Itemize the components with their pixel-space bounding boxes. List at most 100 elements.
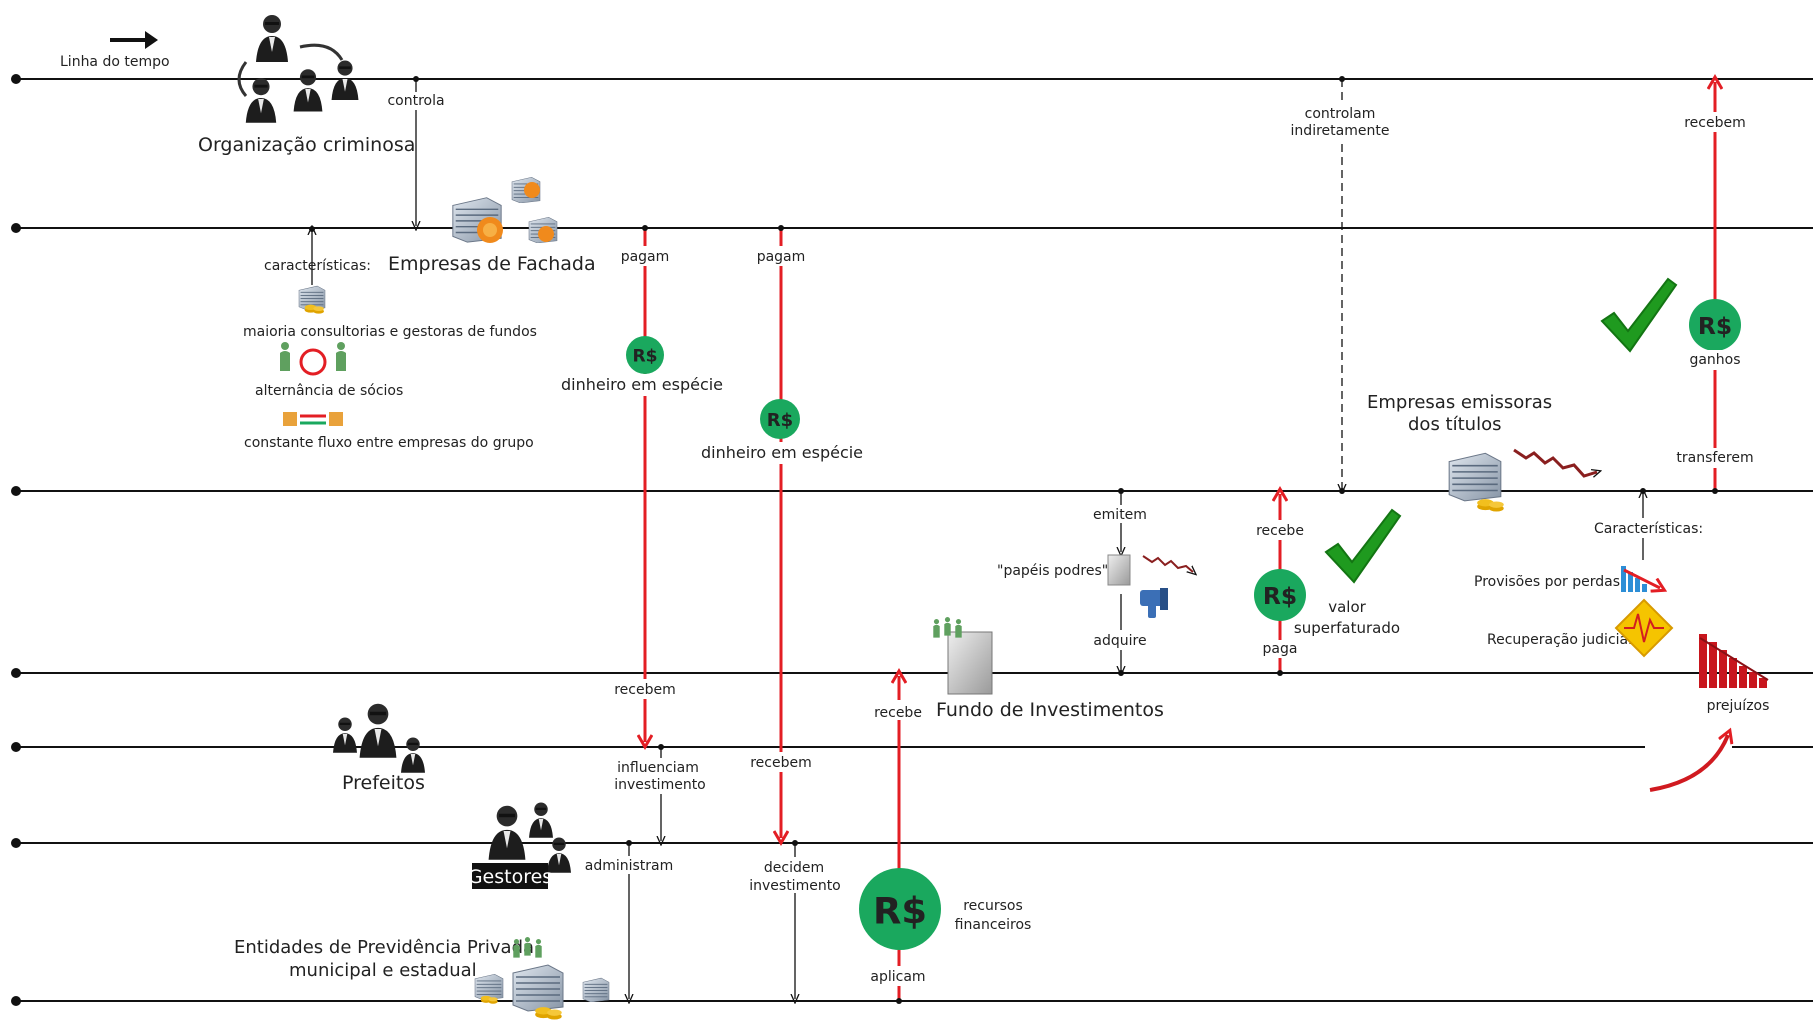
checkmark-icon [1600, 277, 1678, 353]
falling-chart-icon [1699, 634, 1769, 688]
falling-chart-icon [1621, 566, 1660, 592]
money-coin-icon [760, 399, 800, 439]
emissoras-char-item2: Recuperação judicial [1487, 632, 1632, 648]
fachada-char-item3: constante fluxo entre empresas do grupo [244, 435, 534, 451]
money-coin-icon [1254, 569, 1306, 621]
influenciam-label-2: investimento [614, 777, 706, 793]
ganhos-label: ganhos [1689, 352, 1740, 368]
building-icon [1448, 452, 1504, 512]
emitem-link: emitem "papéis podres" adquire [997, 488, 1193, 676]
prejuizos: prejuízos [1649, 634, 1770, 792]
timeline-fachada [11, 223, 1813, 233]
administram-link: administram [585, 840, 674, 999]
document-icon [1107, 554, 1131, 586]
recursos-label-2: financeiros [955, 917, 1032, 933]
people-icon [488, 802, 571, 873]
timeline-gestores [11, 838, 1813, 848]
papeis-label: "papéis podres" [997, 563, 1108, 579]
down-trend-icon [1142, 555, 1193, 572]
prefeitos: Prefeitos [333, 703, 425, 794]
fachada-characteristics: características: maioria consultorias e … [243, 226, 537, 451]
aplicam-label: aplicam [870, 969, 925, 985]
money-coin-icon [1689, 299, 1741, 351]
thumbs-down-icon [1140, 588, 1168, 618]
influenciam-label-1: influenciam [617, 760, 699, 776]
flow-between-companies-icon [283, 412, 343, 426]
adquire-label: adquire [1093, 633, 1146, 649]
down-trend-icon [1513, 448, 1597, 476]
people-icon [237, 15, 359, 123]
emissoras-title-1: Empresas emissoras [1367, 392, 1552, 413]
recebem-prefeitos-label: recebem [614, 682, 676, 698]
valor-label-2: superfaturado [1294, 619, 1400, 637]
empresas-emissoras: Empresas emissoras dos títulos [1367, 392, 1597, 512]
checkmark-icon [1324, 508, 1402, 584]
fachada-char-title: características: [264, 258, 371, 274]
fundo-investimentos: Fundo de Investimentos [933, 617, 1164, 721]
emitem-label: emitem [1093, 507, 1147, 523]
dinheiro1-label: dinheiro em espécie [561, 375, 723, 394]
controlam-label-1: controlam [1305, 106, 1376, 122]
fachada-char-item1: maioria consultorias e gestoras de fundo… [243, 324, 537, 340]
emissoras-char-title: Características: [1594, 521, 1703, 537]
dinheiro2-label: dinheiro em espécie [701, 443, 863, 462]
fundo-title: Fundo de Investimentos [936, 699, 1164, 721]
entidades-previdencia: Entidades de Previdência Privada municip… [234, 937, 610, 1020]
empresas-fachada: Empresas de Fachada [388, 176, 596, 275]
emissoras-char-item1: Provisões por perdas [1474, 574, 1620, 590]
document-icon [933, 617, 993, 695]
gestores-title: Gestores [468, 866, 552, 888]
partner-rotation-icon [280, 342, 346, 376]
valor-label-1: valor [1328, 598, 1366, 616]
trend-arrow-icon [1649, 735, 1728, 792]
org-title: Organização criminosa [198, 134, 415, 156]
timeline-emissoras [11, 486, 1813, 496]
recursos-label-1: recursos [963, 898, 1023, 914]
timeline-legend: Linha do tempo [60, 31, 170, 70]
people-icon [333, 703, 425, 773]
controla-label: controla [387, 93, 444, 109]
pagam-flow-1: pagam dinheiro em espécie recebem [561, 225, 723, 742]
timeline-prefeitos [11, 742, 1813, 752]
decidem-label-2: investimento [749, 878, 841, 894]
controlam-link: controlam indiretamente [1290, 76, 1394, 494]
administram-label: administram [585, 858, 674, 874]
timeline-org [11, 74, 1813, 84]
prejuizos-label: prejuízos [1707, 698, 1770, 714]
emissoras-characteristics: Características: Provisões por perdas Re… [1474, 488, 1703, 658]
prefeitos-title: Prefeitos [342, 772, 425, 794]
pagam2-label: pagam [757, 249, 806, 265]
arrow-right-icon [110, 31, 158, 49]
timeline-fundo [11, 668, 1813, 678]
emissoras-title-2: dos títulos [1408, 414, 1501, 435]
recebe-fundo-label: recebe [874, 705, 922, 721]
controlam-label-2: indiretamente [1291, 123, 1390, 139]
recebem-gestores-label: recebem [750, 755, 812, 771]
controla-link: controla [387, 76, 446, 226]
gestores: Gestores [468, 802, 571, 889]
pagam1-label: pagam [621, 249, 670, 265]
decidem-label-1: decidem [764, 860, 824, 876]
recebe-emissoras-label: recebe [1256, 523, 1304, 539]
pagam-flow-2: pagam dinheiro em espécie recebem [701, 225, 863, 838]
timelines [11, 74, 1813, 1006]
money-coin-icon [859, 868, 941, 950]
entidades-title-2: municipal e estadual [289, 960, 477, 981]
paga-flow: recebe paga valor superfaturado [1252, 494, 1402, 676]
fachada-title: Empresas de Fachada [388, 253, 596, 275]
timeline-label: Linha do tempo [60, 54, 170, 70]
ganhos-flow: transferem ganhos recebem [1600, 82, 1754, 494]
aplicam-flow: recebe recursos financeiros aplicam [859, 676, 1031, 1004]
decidem-link: decidem investimento [749, 840, 841, 999]
entidades-title-1: Entidades de Previdência Privada [234, 937, 534, 958]
transferem-label: transferem [1676, 450, 1753, 466]
recebem-top-label: recebem [1684, 115, 1746, 131]
influenciam-link: influenciam investimento [614, 744, 706, 841]
timeline-entidades [11, 996, 1813, 1006]
org-criminosa: Organização criminosa [198, 15, 415, 156]
fachada-char-item2: alternância de sócios [255, 383, 403, 399]
paga-label: paga [1263, 641, 1298, 657]
warning-diamond-icon [1614, 598, 1674, 658]
money-coin-icon [626, 336, 664, 374]
